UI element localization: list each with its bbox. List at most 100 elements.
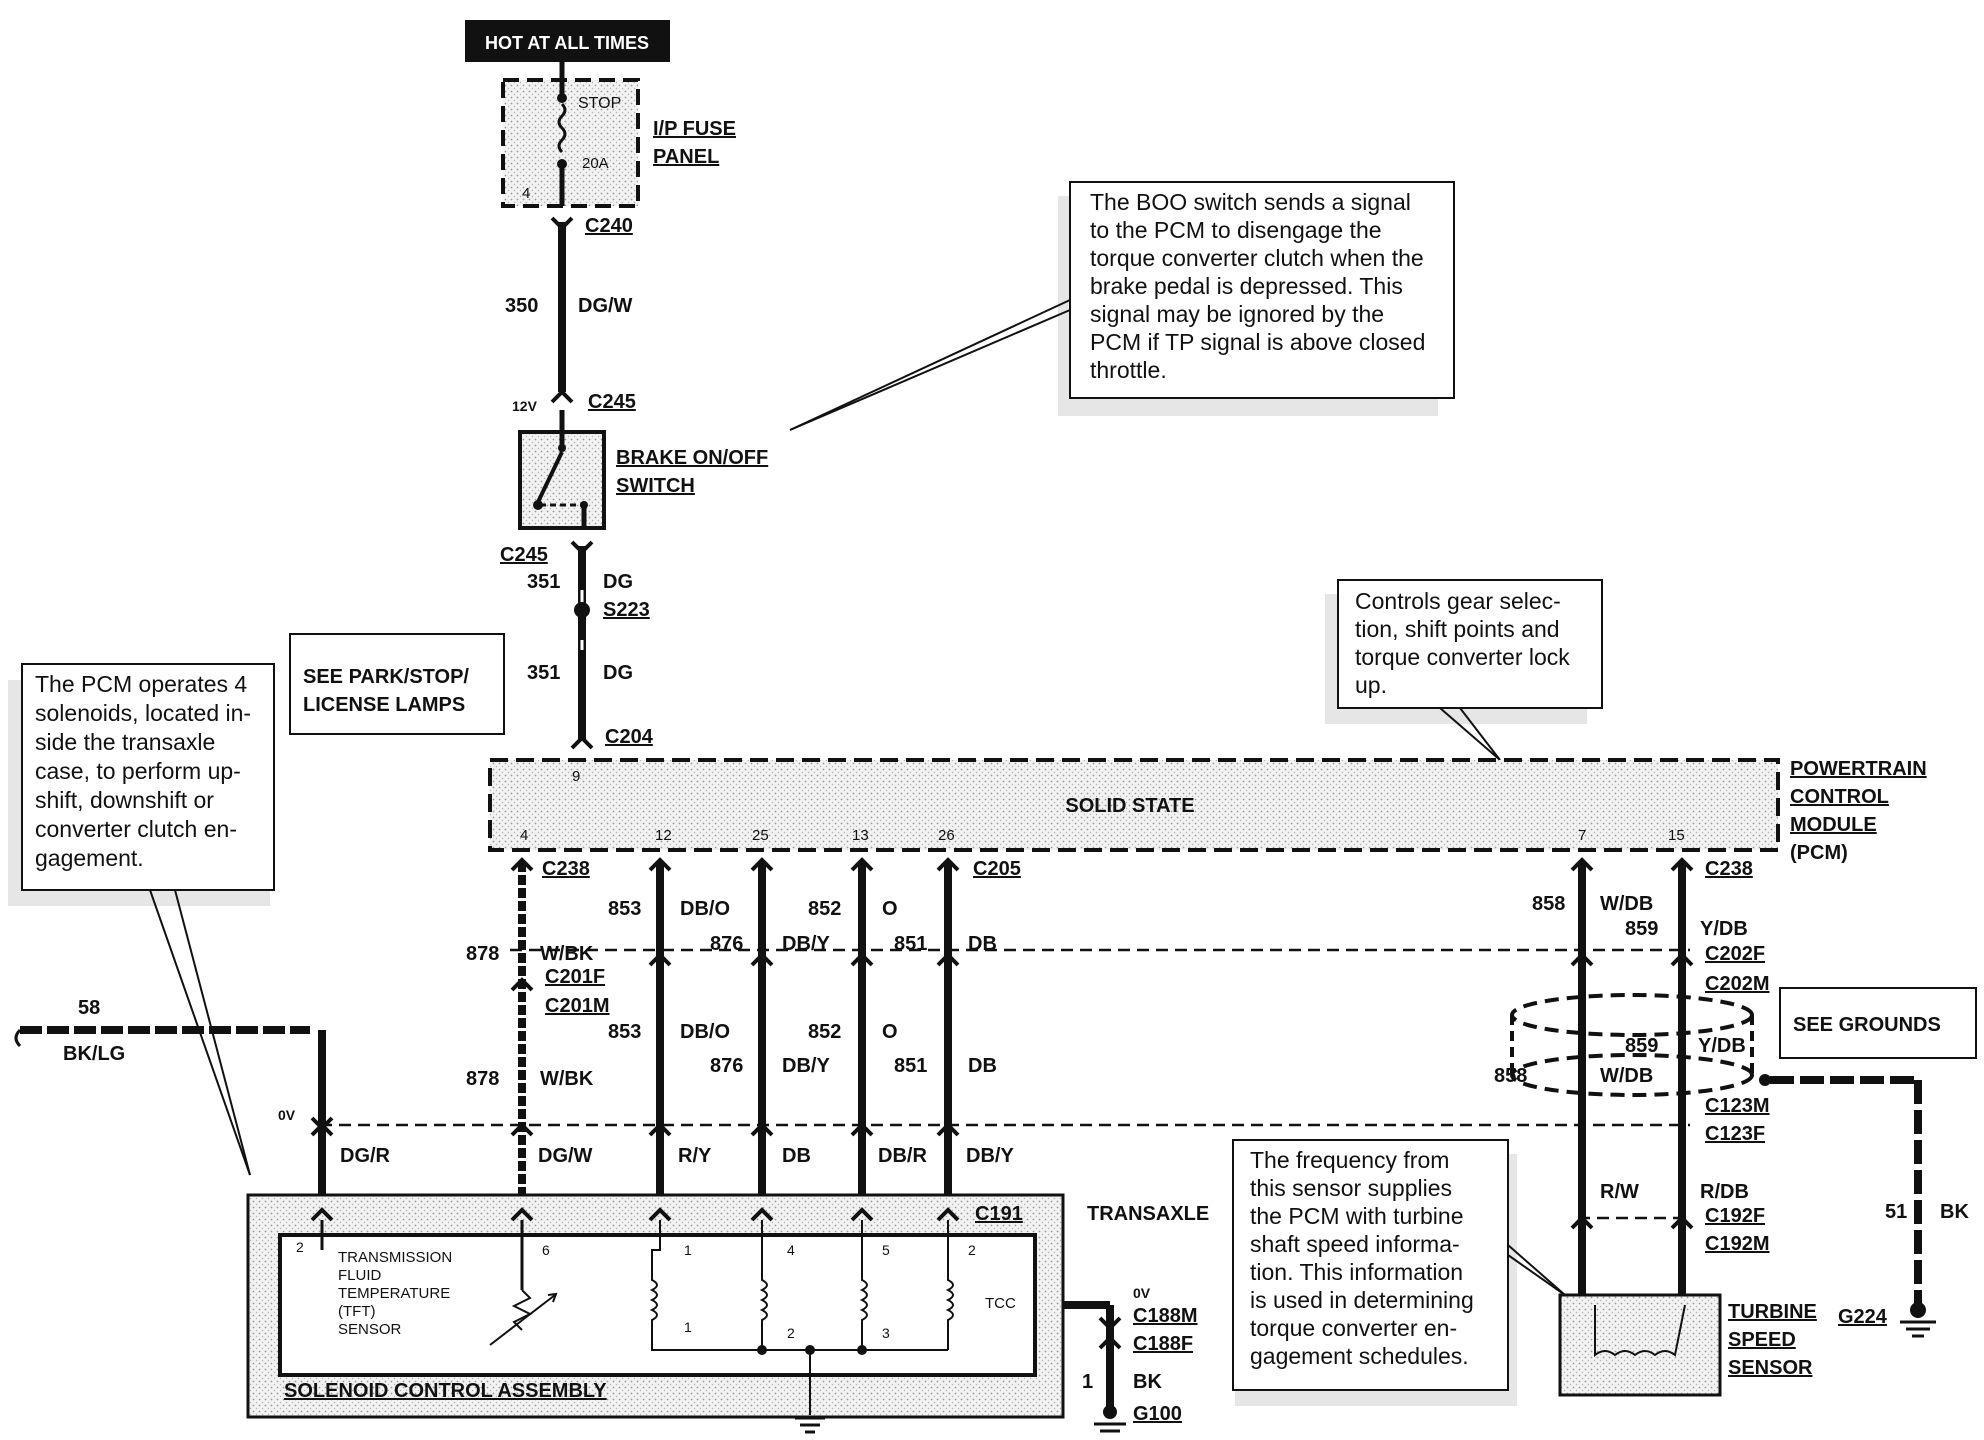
sensor-color-rdb: R/DB xyxy=(1700,1181,1749,1203)
hot-label-text: HOT AT ALL TIMES xyxy=(485,33,649,53)
turbine-label-1: TURBINE xyxy=(1728,1301,1817,1323)
pcm-solid-state: SOLID STATE xyxy=(1065,795,1194,817)
connector-c188f: C188F xyxy=(1133,1333,1193,1355)
wire-852b-color: O xyxy=(882,1021,898,1043)
wire-1-number: 1 xyxy=(1082,1371,1093,1393)
transaxle-color-dgr: DG/R xyxy=(340,1145,391,1167)
ground-g224-icon xyxy=(1900,1302,1936,1338)
assembly-ground-icon xyxy=(795,1416,825,1434)
connector-c123f: C123F xyxy=(1705,1123,1765,1145)
connector-c201m: C201M xyxy=(545,995,609,1017)
wire-350-color: DG/W xyxy=(578,295,633,317)
sensor-color-rw: R/W xyxy=(1600,1181,1639,1203)
solenoid-pin-2: 2 xyxy=(296,1239,304,1255)
connector-c202f: C202F xyxy=(1705,943,1765,965)
pcm-pin-9: 9 xyxy=(572,768,580,785)
turbine-speed-sensor: TURBINE SPEED SENSOR xyxy=(1558,1293,1817,1397)
pcm-pin-25: 25 xyxy=(752,827,769,844)
fuse-amps-label: 20A xyxy=(582,155,609,172)
solenoid-assembly-title: SOLENOID CONTROL ASSEMBLY xyxy=(284,1380,607,1402)
pcm-name-1: POWERTRAIN xyxy=(1790,758,1927,780)
pcm-pin-15: 15 xyxy=(1668,827,1685,844)
voltage-0v-left: 0V xyxy=(278,1107,296,1123)
wire-859a-number: 859 xyxy=(1625,918,1658,940)
connector-c123m: C123M xyxy=(1705,1095,1769,1117)
fuse-panel-label-2: PANEL xyxy=(653,146,719,168)
wire-58-number: 58 xyxy=(78,997,100,1019)
wire-878b-color: W/BK xyxy=(540,1068,594,1090)
solenoid-pin-5: 5 xyxy=(882,1242,890,1258)
ground-g100-icon xyxy=(1094,1405,1126,1433)
connector-c192m: C192M xyxy=(1705,1233,1769,1255)
connector-c238-left: C238 xyxy=(542,858,590,880)
solenoid-pin-bottom-3: 3 xyxy=(882,1325,890,1341)
wire-851a-color: DB xyxy=(968,933,997,955)
shielded-cable: 859 Y/DB 858 W/DB xyxy=(1494,993,1771,1097)
solenoid-pin-2b: 2 xyxy=(968,1242,976,1258)
splice-s223-icon xyxy=(574,602,590,618)
transaxle-label: TRANSAXLE xyxy=(1087,1203,1209,1225)
wire-351a-color: DG xyxy=(603,571,633,593)
transaxle-color-dby: DB/Y xyxy=(966,1145,1014,1167)
pcm-pin-13: 13 xyxy=(852,827,869,844)
connector-c240: C240 xyxy=(585,215,633,237)
ground-g224: G224 xyxy=(1838,1306,1888,1328)
ip-fuse-panel: STOP 20A 4 I/P FUSE PANEL xyxy=(501,62,736,208)
wire-853b-number: 853 xyxy=(608,1021,641,1043)
solenoids-note: The PCM operates 4 solenoids, located in… xyxy=(8,663,275,1176)
solenoid-pin-bottom-1: 1 xyxy=(684,1319,692,1335)
transaxle-color-db: DB xyxy=(782,1145,811,1167)
connector-c192f: C192F xyxy=(1705,1205,1765,1227)
fuse-panel-label-1: I/P FUSE xyxy=(653,118,736,140)
transaxle-color-dgw: DG/W xyxy=(538,1145,593,1167)
tft-sensor-label: TRANSMISSION FLUID TEMPERATURE (TFT) SEN… xyxy=(338,1249,456,1338)
wire-350-number: 350 xyxy=(505,295,538,317)
wire-852a-number: 852 xyxy=(808,898,841,920)
wire-58-color: BK/LG xyxy=(63,1043,125,1065)
see-grounds-box: SEE GROUNDS xyxy=(1779,987,1977,1059)
connector-c205: C205 xyxy=(973,858,1021,880)
gear-note-text: Controls gear selec- tion, shift points … xyxy=(1355,588,1576,698)
turbine-label-2: SPEED xyxy=(1728,1329,1796,1351)
solenoid-pin-6: 6 xyxy=(542,1242,550,1258)
wire-876b-number: 876 xyxy=(710,1055,743,1077)
sensor-coil-icon xyxy=(1594,1304,1686,1358)
connector-c191: C191 xyxy=(975,1203,1023,1225)
fuse-pin-label: 4 xyxy=(522,185,530,202)
wire-858a-number: 858 xyxy=(1532,893,1565,915)
gear-selection-note: Controls gear selec- tion, shift points … xyxy=(1325,579,1603,761)
wire-878a-number: 878 xyxy=(466,943,499,965)
park-box-line2: LICENSE LAMPS xyxy=(303,694,465,716)
wire-852b-number: 852 xyxy=(808,1021,841,1043)
wire-851a-number: 851 xyxy=(894,933,927,955)
connector-c245-top: C245 xyxy=(588,391,636,413)
boo-note: The BOO switch sends a signal to the PCM… xyxy=(789,181,1455,431)
pcm-name-4: (PCM) xyxy=(1790,842,1848,864)
transaxle-wires xyxy=(14,1026,960,1210)
wire-851b-color: DB xyxy=(968,1055,997,1077)
wire-853a-number: 853 xyxy=(608,898,641,920)
pcm-pin-4: 4 xyxy=(520,827,528,844)
turbine-note: The frequency from this sensor supplies … xyxy=(1232,1139,1566,1406)
wire-852a-color: O xyxy=(882,898,898,920)
connector-c201f: C201F xyxy=(545,966,605,988)
splice-s223: S223 xyxy=(603,599,650,621)
pcm-pin-12: 12 xyxy=(655,827,672,844)
wire-876a-color: DB/Y xyxy=(782,933,830,955)
wire-859a-color: Y/DB xyxy=(1700,918,1748,940)
powertrain-control-module: SOLID STATE 9 4 12 25 13 26 7 15 POWERTR… xyxy=(488,758,1927,864)
wire-51-color: BK xyxy=(1940,1201,1969,1223)
wire-351b-number: 351 xyxy=(527,662,560,684)
wire-853a-color: DB/O xyxy=(680,898,730,920)
transaxle-color-dbr: DB/R xyxy=(878,1145,927,1167)
boo-note-text: The BOO switch sends a signal to the PCM… xyxy=(1090,189,1432,383)
turbine-note-text: The frequency from this sensor supplies … xyxy=(1250,1147,1480,1369)
wire-859b-number: 859 xyxy=(1625,1035,1658,1057)
pcm-output-wires xyxy=(510,857,1694,1300)
tft-resistor-icon xyxy=(511,1289,533,1331)
connector-c204: C204 xyxy=(605,726,654,748)
turbine-label-3: SENSOR xyxy=(1728,1357,1813,1379)
park-box-line1: SEE PARK/STOP/ xyxy=(303,666,469,688)
connector-c202m: C202M xyxy=(1705,973,1769,995)
